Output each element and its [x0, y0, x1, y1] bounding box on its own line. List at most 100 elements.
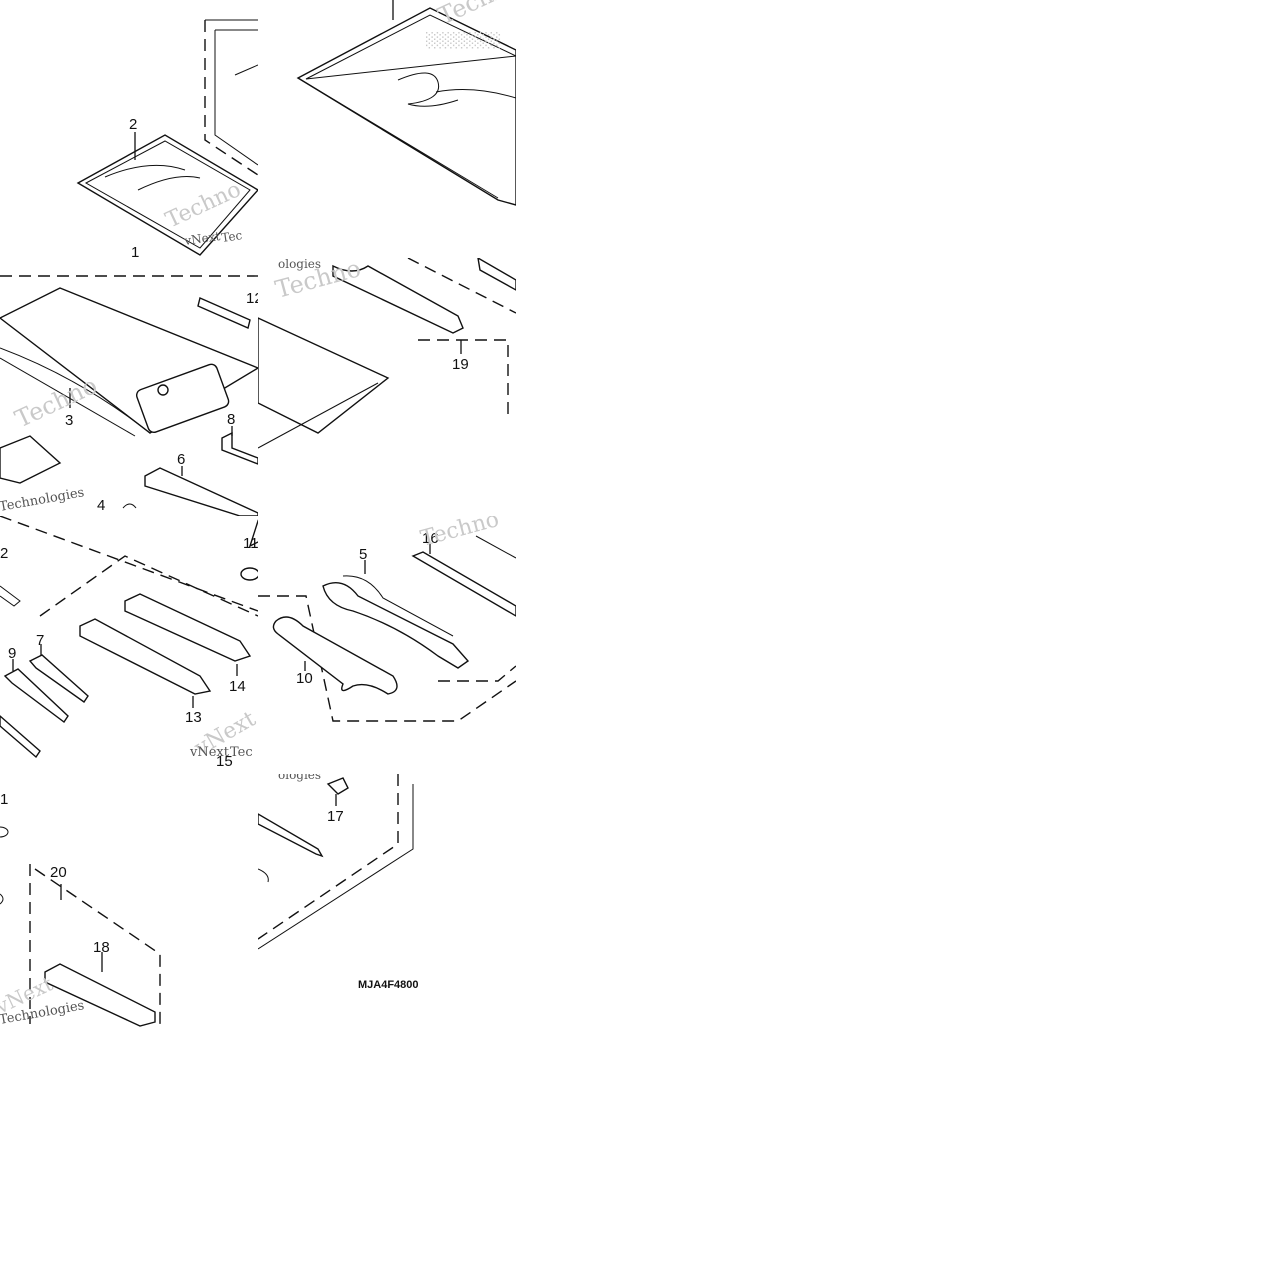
box-item: [0, 435, 62, 484]
tile-bottom-left: 20 18 1 vNext Technologies: [0, 774, 258, 1032]
callout-19: 19: [452, 356, 469, 373]
callout-12-partial: 12: [246, 290, 258, 307]
kit-boundary-wrenches: [39, 555, 258, 617]
watermark-ologies-h: ologies: [278, 774, 321, 782]
callout-9: 9: [8, 645, 16, 662]
tool-bag-edge: [0, 357, 136, 437]
callout-8: 8: [227, 411, 235, 428]
tile-low-center: 5 10 16 Techno: [258, 516, 516, 774]
kit-boundary-19-top: [407, 258, 516, 314]
callout-16: 16: [422, 530, 439, 547]
socket-tool-6: [144, 467, 258, 516]
watermark-techno-f: Techno: [418, 516, 502, 552]
kit-boundary-dashed: [204, 20, 258, 176]
screwdriver-17-tip: [326, 777, 349, 795]
kit-boundary-pliers-inner: [438, 665, 516, 682]
tile-low-left: 14 13 7 9 15 2 11 vNext vNext Tec: [0, 516, 258, 774]
wrench-14: [124, 593, 252, 662]
watermark-pattern-c: Techno: [11, 371, 102, 433]
tile-top-left: 2 1 Techno vNext Tec: [0, 0, 258, 258]
kit-boundary-17-outer: [258, 784, 414, 950]
callout-6: 6: [177, 451, 185, 468]
callout-1: 1: [131, 244, 139, 258]
callout-11: 11: [243, 535, 258, 552]
screwdriver-16: [411, 551, 516, 617]
large-sheet: [296, 7, 516, 206]
watermark-tec-a: Tec: [220, 228, 243, 245]
callout-17: 17: [327, 808, 344, 825]
tile-mid-center-svg: 19 ologies Techno: [258, 258, 516, 449]
pliers-5: [322, 582, 470, 669]
callout-4: 4: [97, 497, 105, 514]
large-sheet-squiggle: [397, 72, 459, 107]
tool-bag-continuation: [258, 317, 390, 434]
tile-bottom-left-svg: 20 18 1 vNext Technologies: [0, 791, 161, 1028]
hex-key-7: [28, 654, 89, 703]
tile-bottom-center-svg: 17 ologies MJA4F4800A: [258, 774, 418, 991]
watermark-vnext-a: vNext: [182, 229, 221, 248]
watermark-technologies-c: Technologies: [0, 485, 85, 515]
pin-spanner-10: [272, 616, 398, 695]
kit-boundary-17: [258, 774, 399, 940]
pliers-5-handle: [342, 575, 454, 637]
watermark-vnext-small-e: vNext: [189, 745, 230, 760]
large-sheet-squiggle-2: [435, 89, 516, 99]
clip-4: [122, 503, 137, 509]
tile-bottom-center: 17 ologies MJA4F4800A: [258, 774, 418, 1032]
screwdriver-17: [258, 813, 324, 858]
tile-low-left-svg: 14 13 7 9 15 2 11 vNext vNext Tec: [0, 516, 258, 770]
manual-sheet-2-inner: [84, 140, 251, 249]
tool-bag-snap: [157, 384, 169, 396]
kit-boundary-18: [34, 868, 161, 1024]
watermark-tec-e: Tec: [230, 745, 253, 760]
tile-top-middle: Techno ░░░░░░░: [258, 0, 516, 258]
wrench-13: [79, 618, 212, 695]
callout-18: 18: [93, 939, 110, 956]
hex-key-9: [3, 668, 69, 724]
callout-14: 14: [229, 678, 246, 695]
callout-3: 3: [65, 412, 73, 429]
watermark-techno-b: Techno: [434, 0, 516, 30]
sheet-squiggle: [104, 164, 186, 178]
callout-15: 15: [216, 753, 233, 770]
tool-bag-flap: [135, 363, 230, 433]
kit-boundary-pliers: [258, 595, 516, 722]
tile-mid-center: 19 ologies Techno: [258, 258, 516, 516]
figure-code: MJA4F4800A: [358, 979, 418, 991]
tool-partial: [0, 585, 21, 607]
tile-top-middle-svg: Techno ░░░░░░░: [296, 0, 516, 206]
tool-bag-fold: [0, 347, 151, 434]
inner-boundary: [214, 30, 258, 166]
bag-edge-line: [258, 382, 379, 449]
callout-1-partial: 1: [0, 791, 8, 808]
tool-partial-h: [258, 868, 269, 883]
callout-20: 20: [50, 864, 67, 881]
sheet-squiggle-2: [137, 176, 201, 191]
case-edge: [234, 64, 258, 76]
large-sheet-inner: [305, 14, 516, 80]
hex-key-long: [0, 715, 41, 759]
callout-13: 13: [185, 709, 202, 726]
large-sheet-bottom: [297, 77, 499, 199]
spanner-19: [332, 264, 464, 334]
callout-7: 7: [36, 632, 44, 649]
ring-partial: [0, 826, 9, 838]
callout-5: 5: [359, 546, 367, 563]
tile-mid-left: 3 12 8 6 4 Techno Technologies: [0, 258, 258, 516]
wrench-12-partial: [197, 297, 251, 329]
kit-boundary-19: [418, 339, 509, 418]
clip-partial: [0, 893, 4, 905]
hex-key-8: [221, 431, 258, 465]
callout-2-partial: 2: [0, 545, 8, 562]
watermark-ologies-d: ologies: [278, 258, 321, 271]
spark-socket: [248, 519, 258, 548]
callout-2: 2: [129, 116, 137, 133]
callout-10: 10: [296, 670, 313, 687]
ring-11: [240, 567, 258, 581]
manual-sheet-2: [76, 134, 258, 256]
screwdriver-shaft-top: [475, 535, 516, 559]
watermark-pattern-b: ░░░░░░░: [426, 31, 501, 49]
tile-mid-left-svg: 3 12 8 6 4 Techno Technologies: [0, 275, 258, 516]
tile-top-left-svg: 2 1 Techno vNext Tec: [76, 19, 258, 258]
